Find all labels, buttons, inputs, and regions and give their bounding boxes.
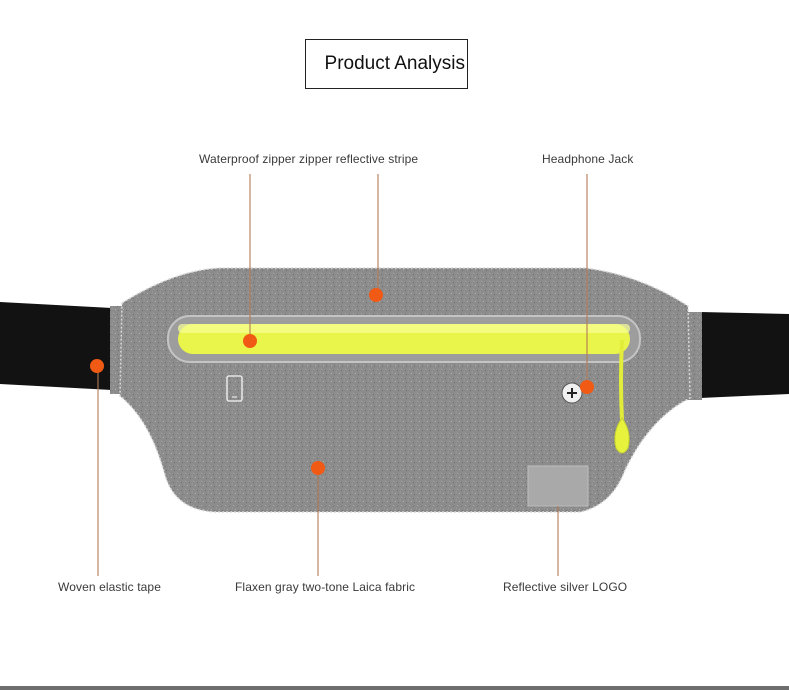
marker-fabric — [311, 461, 325, 475]
zipper-pull-tab — [614, 417, 630, 454]
marker-elastic-tape — [90, 359, 104, 373]
label-reflective-logo: Reflective silver LOGO — [503, 580, 628, 594]
belt-body — [119, 267, 691, 513]
marker-zipper-top — [369, 288, 383, 302]
marker-zipper-stripe — [243, 334, 257, 348]
marker-headphone-jack — [580, 380, 594, 394]
page-title: Product Analysis — [305, 39, 468, 89]
zipper-pull-cord — [619, 339, 624, 421]
label-laica-fabric: Flaxen gray two-tone Laica fabric — [235, 580, 416, 594]
right-elastic-strap — [700, 312, 789, 398]
label-headphone-jack: Headphone Jack — [542, 152, 634, 166]
label-woven-elastic-tape: Woven elastic tape — [58, 580, 161, 594]
left-elastic-strap — [0, 302, 112, 390]
phone-icon — [226, 375, 243, 402]
reflective-logo-patch — [527, 465, 589, 507]
label-waterproof-zipper: Waterproof zipper zipper reflective stri… — [199, 152, 419, 166]
bottom-divider — [0, 686, 789, 690]
